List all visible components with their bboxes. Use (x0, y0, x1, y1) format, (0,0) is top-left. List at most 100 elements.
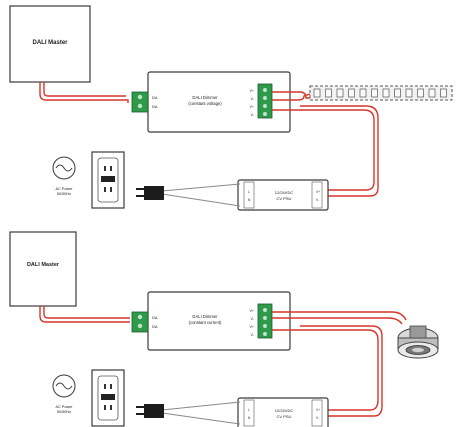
diagram-top: DALI Master DA DA DALI Dimmer (constant … (9, 5, 453, 211)
load-wire (272, 317, 403, 325)
dc-wire (272, 329, 379, 411)
load-wire (272, 91, 310, 99)
dimmer-in-label: DA (152, 95, 158, 100)
output-terminal-block (257, 83, 273, 119)
led-chip (359, 88, 367, 98)
dali-dimmer-box: DA DA DALI Dimmer (constant voltage) V+ … (131, 71, 291, 133)
terminal-screw (263, 332, 267, 336)
terminal-screw (263, 96, 267, 100)
dimmer-subtitle: (constant voltage) (188, 101, 222, 106)
bus-wire (43, 82, 126, 97)
dc-wire (272, 109, 375, 191)
ac-wire (161, 183, 241, 192)
dali-master-label: DALI Master (27, 262, 60, 268)
ac-wire (161, 412, 241, 425)
dimmer-out-label: V- (251, 97, 255, 101)
led-chip (313, 88, 321, 98)
led-chip (382, 88, 390, 98)
psu-out-label: V- (316, 416, 319, 420)
dimmer-title: DALI Dimmer (192, 314, 218, 319)
psu-subtitle: CV PSU (277, 414, 292, 419)
plug-prong (136, 188, 144, 190)
psu-in-label: L (248, 190, 250, 194)
ac-frequency-label: 50/60Hz (57, 192, 71, 196)
terminal-screw (263, 104, 267, 108)
dali-master-label: DALI Master (32, 40, 68, 46)
ac-wire (161, 193, 241, 207)
led-chip (417, 88, 424, 98)
led-chip (440, 88, 447, 98)
bus-wire (39, 306, 130, 323)
dimmer-in-label: DA (152, 104, 158, 109)
led-chip (371, 88, 378, 98)
led-chip (336, 88, 344, 98)
terminal-screw (137, 323, 143, 329)
psu-out-label: V- (316, 198, 319, 202)
terminal-screw (137, 103, 143, 109)
led-chip (348, 88, 355, 98)
ac-source-icon (52, 156, 76, 180)
psu-box: L N V+ V- 12/24VDC CV PSU (237, 397, 329, 427)
dimmer-out-label: V+ (250, 325, 255, 329)
led-chip (325, 88, 332, 98)
load-wire (272, 311, 407, 321)
ac-frequency-label: 50/60Hz (57, 410, 71, 414)
led-chip (405, 88, 413, 98)
psu-subtitle: CV PSU (277, 196, 292, 201)
dimmer-in-label: DA (152, 324, 158, 329)
ac-plug (144, 186, 164, 200)
psu-in-label: N (248, 416, 251, 420)
terminal-screw (263, 308, 267, 312)
dimmer-subtitle: (constant current) (189, 320, 222, 325)
dali-master-box: DALI Master (9, 5, 91, 83)
led-downlight (397, 325, 439, 359)
dc-wire (300, 325, 383, 417)
dimmer-out-label: V+ (250, 309, 255, 313)
bus-wire (43, 306, 130, 319)
dali-master-box: DALI Master (9, 231, 77, 307)
dimmer-in-label: DA (152, 315, 158, 320)
diagram-bottom: DALI Master DA DA DALI Dimmer (constant … (9, 231, 439, 427)
input-terminal-block (131, 311, 149, 333)
psu-box: L N V+ V- 12/24VDC CV PSU (237, 179, 329, 211)
terminal-screw (263, 112, 267, 116)
output-terminal-block (257, 303, 273, 339)
terminal-screw (263, 324, 267, 328)
dimmer-out-label: V+ (250, 89, 255, 93)
plug-prong (136, 195, 144, 197)
wall-outlet (91, 151, 125, 209)
psu-in-label: N (248, 198, 251, 202)
psu-in-label: L (248, 408, 250, 412)
dimmer-out-label: V- (251, 333, 255, 337)
plug-prong (136, 406, 144, 408)
psu-out-label: V+ (316, 408, 320, 412)
led-strip (309, 85, 453, 101)
dimmer-title: DALI Dimmer (192, 95, 218, 100)
psu-title: 12/24VDC (275, 408, 294, 413)
dimmer-out-label: V- (251, 113, 255, 117)
psu-title: 12/24VDC (275, 190, 294, 195)
terminal-screw (263, 316, 267, 320)
dimmer-out-label: V- (251, 317, 255, 321)
wall-outlet (91, 369, 125, 427)
dc-wire (300, 105, 379, 197)
ac-power-label: AC Power (55, 405, 73, 409)
dimmer-out-label: V+ (250, 105, 255, 109)
led-chip (428, 88, 436, 98)
terminal-screw (263, 88, 267, 92)
load-wire (272, 93, 311, 101)
ac-source-icon (52, 374, 76, 398)
ac-plug (144, 404, 164, 418)
terminal-screw (137, 314, 143, 320)
terminal-screw (137, 94, 143, 100)
psu-out-label: V+ (316, 190, 320, 194)
input-terminal-block (131, 91, 149, 113)
bus-wire (39, 82, 129, 103)
ac-power-label: AC Power (55, 187, 73, 191)
ac-wire (161, 401, 241, 411)
led-chip (394, 88, 401, 98)
plug-prong (136, 413, 144, 415)
dali-dimmer-box: DA DA DALI Dimmer (constant current) V+ … (131, 291, 291, 351)
